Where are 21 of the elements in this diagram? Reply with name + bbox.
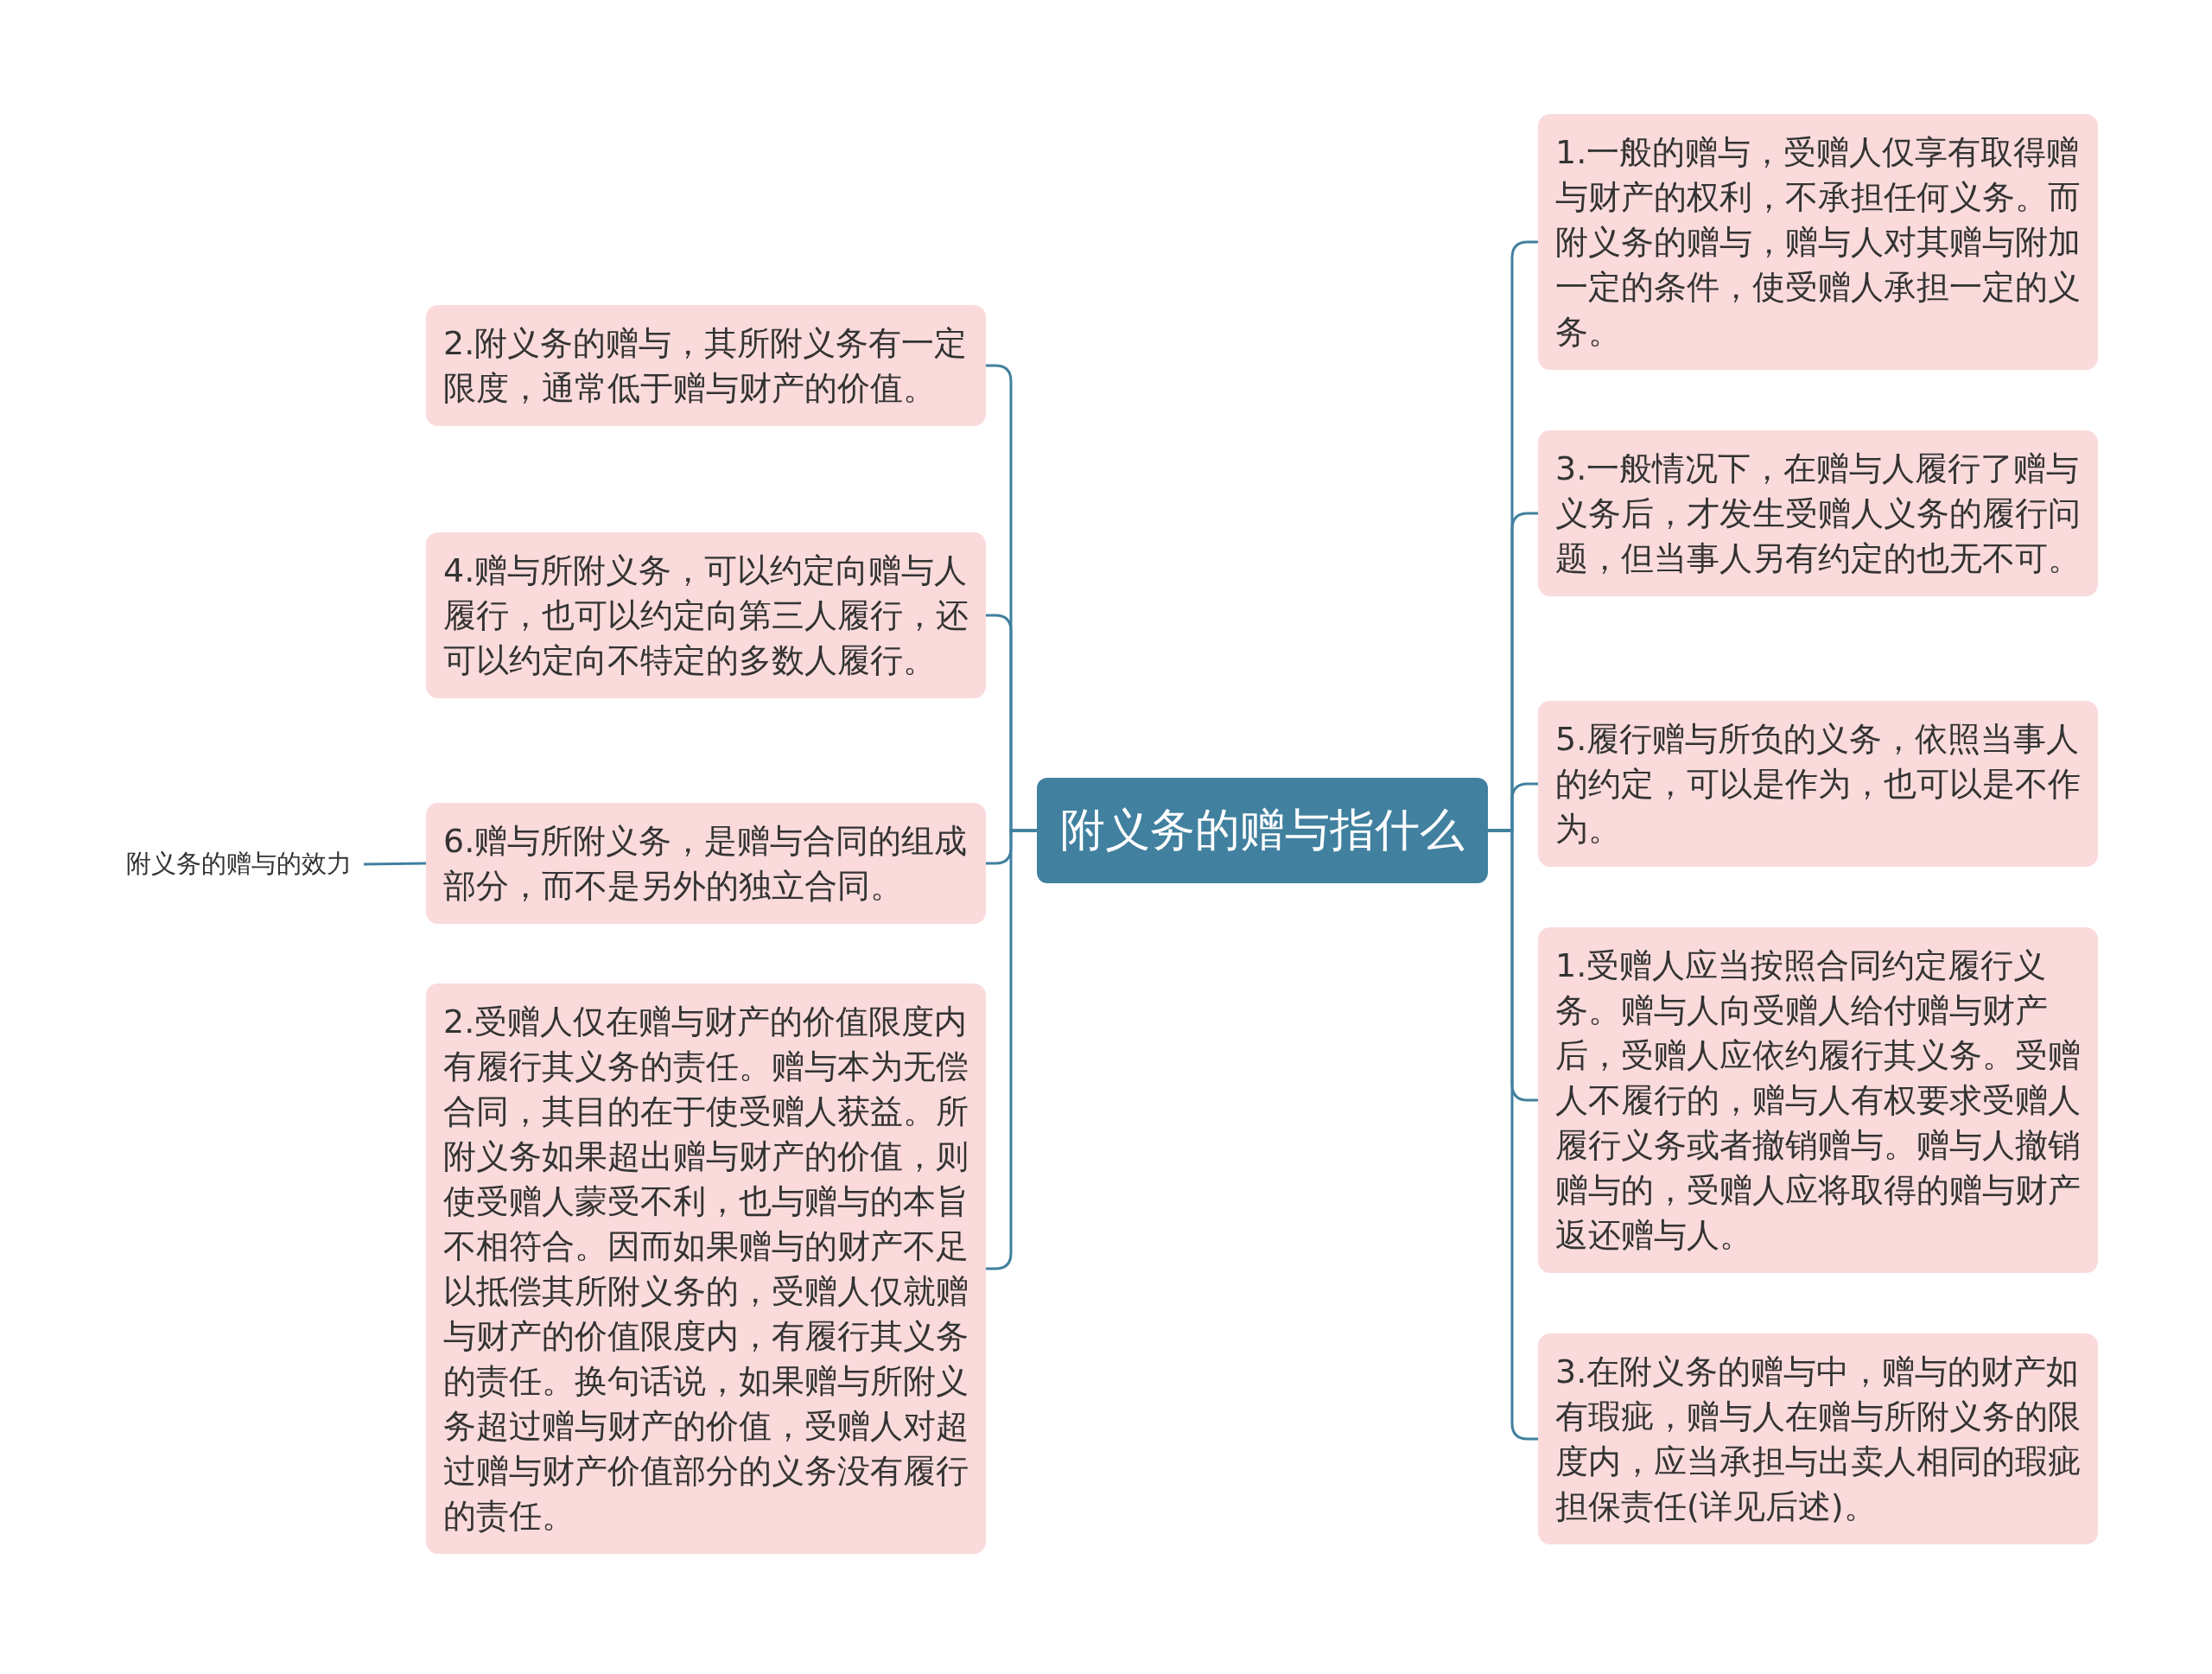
topic-box (1538, 701, 2098, 867)
topic-text: 2.受赠人仅在赠与财产的价值限度内有履行其义务的责任。赠与本为无偿合同，其目的在于使受赠人获益。所附义务如果超出赠与财产的价值，则使受赠人蒙受不利，也与赠与的本旨不相符合。因而如果赠与的财产不足以抵偿其所附义务的，受赠人仅就赠与财产的价值限度内，有履行其义务的责任。换句话说，如果赠与所附义务超过赠与财产的价值，受赠人对超过赠与财产价值部分的义务没有履行的责任。 (443, 1002, 969, 1537)
topic-text: 4.赠与所附义务，可以约定向赠与人履行，也可以约定向第三人履行，还可以约定向不特定的多数人履行。 (443, 551, 969, 681)
connector-line (363, 862, 427, 866)
topic-text: 2.附义务的赠与，其所附义务有一定限度，通常低于赠与财产的价值。 (443, 323, 969, 409)
topic-text: 3.在附义务的赠与中，赠与的财产如有瑕疵，赠与人在赠与所附义务的限度内，应当承担与出卖人相同的瑕疵担保责任(详见后述)。 (1555, 1352, 2081, 1527)
topic-box (1538, 430, 2098, 596)
topic-box (1538, 927, 2098, 1273)
topic-box (426, 532, 986, 698)
central-topic-text: 附义务的赠与指什么 (1060, 803, 1465, 857)
topic-box (1538, 1333, 2098, 1544)
topic-text: 3.一般情况下，在赠与人履行了赠与义务后，才发生受赠人义务的履行问题，但当事人另有约定的也无不可。 (1555, 449, 2081, 579)
topic-box (426, 803, 986, 924)
topic-box (426, 305, 986, 426)
topic-text: 1.受赠人应当按照合同约定履行义务。赠与人向受赠人给付赠与财产后，受赠人应依约履行其义务。受赠人不履行的，赠与人有权要求受赠人履行义务或者撤销赠与。赠与人撤销赠与的，受赠人应将取得的赠与财产返还赠与人。 (1555, 945, 2081, 1256)
topic-label: 附义务的赠与的效力 (126, 849, 352, 878)
topic-text: 1.一般的赠与，受赠人仅享有取得赠与财产的权利，不承担任何义务。而附义务的赠与，赠与人对其赠与附加一定的条件，使受赠人承担一定的义务。 (1555, 132, 2081, 353)
central-topic-box (1037, 778, 1488, 883)
topic-box (1538, 114, 2098, 370)
topic-text: 6.赠与所附义务，是赠与合同的组成部分，而不是另外的独立合同。 (443, 821, 969, 907)
topic-text: 5.履行赠与所负的义务，依照当事人的约定，可以是作为，也可以是不作为。 (1555, 719, 2081, 850)
